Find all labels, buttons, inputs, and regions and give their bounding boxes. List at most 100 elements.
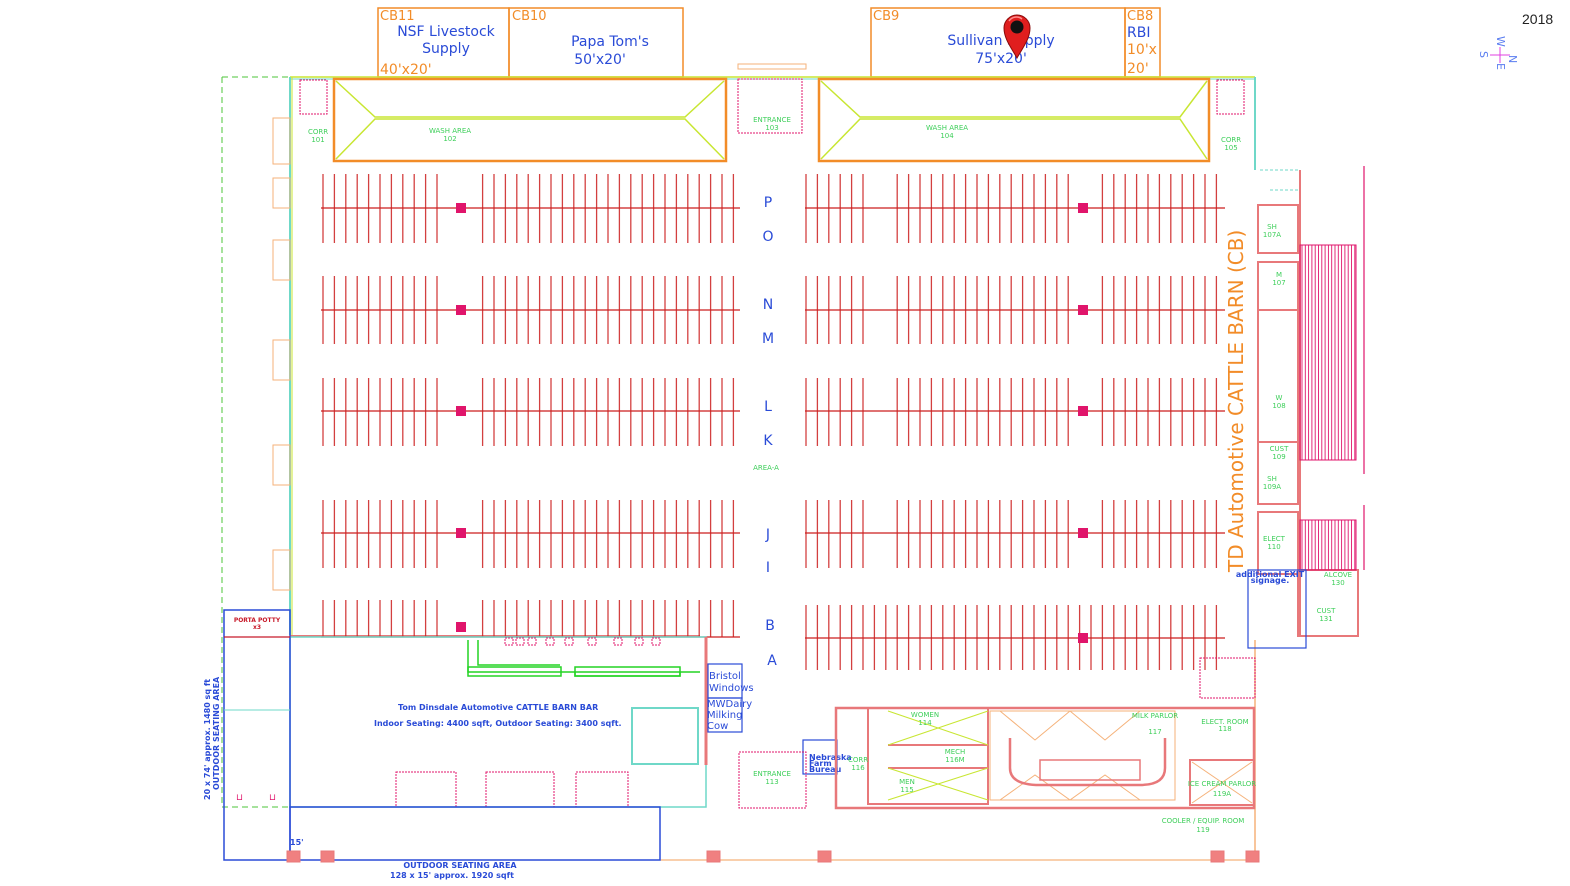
label-text: M (1276, 271, 1282, 279)
column-post (456, 305, 466, 315)
column-post (456, 406, 466, 416)
door-bay (272, 444, 291, 486)
door-bay (272, 339, 291, 381)
label-text: W (1276, 394, 1283, 402)
door-bay (272, 549, 291, 591)
label-text: additional EXIT (1236, 570, 1305, 579)
row-letter-j: J (765, 527, 770, 543)
label-text: ICE CREAM PARLOR (1188, 780, 1256, 788)
column-post (1078, 203, 1088, 213)
label-text: Farm (809, 759, 832, 768)
bar-table (651, 637, 661, 646)
row-letter-l: L (764, 399, 772, 415)
footing (286, 850, 301, 863)
booth-cb9[interactable]: CB9 Sullivan Supply 75'x20' (870, 7, 1126, 78)
label-text: 109A (1263, 483, 1281, 491)
label-text: 118 (1218, 725, 1231, 733)
bar-seating: Indoor Seating: 4400 sqft, Outdoor Seati… (374, 719, 622, 728)
bar-table (564, 637, 574, 646)
outdoor-seating-south[interactable]: 15' OUTDOOR SEATING AREA 128 x 15' appro… (289, 806, 661, 880)
wash-area-102: WASH AREA 102 (299, 77, 728, 163)
label-text: OUTDOOR SEATING AREA (212, 676, 221, 790)
label-text: 108 (1272, 402, 1285, 410)
label-text: 115 (900, 786, 913, 794)
footing (706, 850, 721, 863)
booth-name: Papa Tom's (571, 34, 649, 50)
stall-row (321, 378, 1225, 446)
label-text: 131 (1319, 615, 1332, 623)
booth-code: CB11 (380, 9, 415, 24)
column-post (1078, 528, 1088, 538)
label-text: 107A (1263, 231, 1281, 239)
vendor-bristol-windows[interactable]: Bristol Windows (707, 663, 754, 699)
booth-size: 10'x (1127, 42, 1157, 58)
column-post (1078, 305, 1088, 315)
label-text: signage. (1251, 576, 1290, 585)
label-text: x3 (253, 624, 261, 631)
stall-row (321, 276, 1225, 344)
label-text: WOMEN (911, 711, 939, 719)
vestibule (1199, 657, 1256, 699)
label-text: WASH AREA (429, 127, 471, 135)
label-text: 103 (765, 124, 778, 132)
label-text: 15' (290, 838, 304, 847)
compass-icon: N S W E (1477, 36, 1519, 70)
label-text: MILK PARLOR (1132, 712, 1178, 720)
label-text: CORR (848, 756, 868, 764)
row-letters: P O N M L K J I B A (762, 195, 777, 669)
bar-table (545, 637, 555, 646)
label-text: N (1506, 55, 1519, 63)
label-text: SH (1267, 223, 1277, 231)
room-corr-105: CORR (1221, 136, 1241, 144)
vendor-nebraska-farm-bureau[interactable]: Nebraska Farm Bureau (802, 739, 852, 775)
column-post (1078, 406, 1088, 416)
booth-code: CB9 (873, 9, 899, 24)
building-outline (221, 76, 1256, 861)
footing (817, 850, 832, 863)
label-text: CUST (1270, 445, 1289, 453)
stall-row (321, 600, 1225, 670)
column-footings (286, 850, 1260, 863)
label-text: MWDairy (707, 699, 752, 710)
label-text: 119 (1196, 826, 1209, 834)
label-text: MECH (945, 748, 966, 756)
label-text: Cow (707, 721, 728, 732)
booth-size: 40'x20' (380, 62, 432, 78)
booth-cb10[interactable]: CB10 Papa Tom's 50'x20' (508, 7, 684, 78)
booth-name: Sullivan Supply (947, 33, 1054, 49)
entrance-103[interactable]: ENTRANCE 103 (737, 63, 807, 134)
door-bay (272, 117, 291, 165)
door-bay (272, 177, 291, 209)
outdoor-seating-west[interactable]: PORTA POTTY x3 20 x 74' approx. 1480 sq … (203, 609, 291, 861)
label-text: 130 (1331, 579, 1344, 587)
exit-signage-area: additional EXIT signage. (1236, 569, 1307, 649)
bar-table (527, 637, 537, 646)
label-text: 113 (765, 778, 778, 786)
stall-row (321, 500, 1225, 568)
area-a-label: AREA-A (753, 464, 779, 472)
entrance-113[interactable]: ENTRANCE 113 (738, 751, 807, 809)
bar-table (587, 637, 597, 646)
row-letter-a: A (767, 653, 777, 669)
label-text: SH (1267, 475, 1277, 483)
east-rooms: SH 107A M 107 W 108 CUST 109 SH 109A ELE… (1257, 169, 1359, 637)
row-letter-k: K (763, 433, 773, 449)
row-letter-m: M (762, 331, 774, 347)
bar-table (515, 637, 525, 646)
booth-size: 50'x20' (574, 52, 626, 68)
vendor-mwdairy-milking-cow[interactable]: MWDairy Milking Cow (707, 697, 752, 733)
row-letter-n: N (763, 297, 773, 313)
map-pin-icon[interactable] (1003, 14, 1031, 59)
building-title: TD Automotive CATTLE BARN (CB) (1224, 230, 1248, 573)
label-text: OUTDOOR SEATING AREA (403, 861, 517, 870)
label-text: ENTRANCE (753, 770, 791, 778)
label-text: 101 (311, 136, 324, 144)
svg-text:⊔: ⊔ (236, 793, 243, 803)
booth-cb8[interactable]: CB8 RBI 10'x 20' (1124, 7, 1161, 78)
door-bay (272, 239, 291, 281)
porta-potty-label: PORTA POTTY (234, 617, 281, 624)
booth-name: NSF Livestock (397, 24, 495, 40)
label-text: COOLER / EQUIP. ROOM (1162, 817, 1245, 825)
booth-cb11[interactable]: CB11 NSF Livestock Supply 40'x20' (377, 7, 510, 78)
label-text: ENTRANCE (753, 116, 791, 124)
